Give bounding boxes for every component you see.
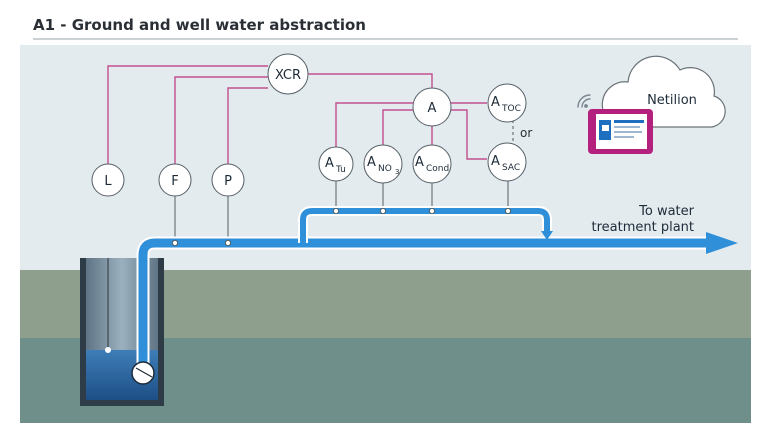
level-sensor-label: L [104, 174, 112, 189]
nitrate-main-label: A [367, 155, 376, 170]
main-pipe [136, 236, 710, 368]
controller-xcr[interactable]: XCR [267, 53, 309, 95]
sac-sub-label: SAC [502, 163, 520, 173]
page-title: A1 - Ground and well water abstraction [33, 16, 366, 34]
bypass-return-arrow-icon [541, 231, 553, 240]
turbidity-main-label: A [325, 156, 334, 171]
destination-line2: treatment plant [591, 220, 694, 235]
toc-analyzer[interactable]: A TOC [487, 83, 527, 123]
turbidity-sub-label: Tu [335, 165, 346, 175]
turbidity-analyzer[interactable]: A Tu [318, 146, 354, 182]
flow-sensor-label: F [171, 174, 178, 189]
analyzer-hub-label: A [428, 101, 437, 116]
level-sensor[interactable]: L [91, 163, 125, 197]
tap-points [171, 207, 512, 247]
nitrate-sub-label: NO [378, 164, 392, 174]
toc-sub-label: TOC [501, 104, 521, 114]
arrow-right-icon [706, 232, 738, 254]
pressure-sensor-label: P [224, 174, 232, 189]
nitrate-analyzer[interactable]: A NO 3 [363, 144, 403, 184]
nitrate-sub2-label: 3 [395, 168, 399, 176]
wifi-icon [577, 94, 591, 108]
conductivity-analyzer[interactable]: A Cond [412, 144, 452, 184]
cloud-label: Netilion [647, 93, 697, 108]
signal-lines [107, 65, 487, 165]
toc-main-label: A [491, 95, 500, 110]
controller-label: XCR [275, 68, 301, 83]
sac-main-label: A [491, 154, 500, 169]
analyzer-hub[interactable]: A [412, 87, 452, 127]
destination-line1: To water [638, 204, 695, 219]
bypass-loop [298, 206, 553, 243]
pump-icon [131, 361, 155, 385]
level-probe [105, 347, 111, 353]
pressure-sensor[interactable]: P [211, 163, 245, 197]
conductivity-sub-label: Cond [426, 164, 449, 174]
conductivity-main-label: A [415, 155, 424, 170]
or-label: or [520, 126, 532, 140]
flow-sensor[interactable]: F [158, 163, 192, 197]
well [80, 258, 164, 406]
tablet-icon[interactable] [588, 109, 653, 154]
sac-analyzer[interactable]: A SAC [487, 142, 527, 182]
